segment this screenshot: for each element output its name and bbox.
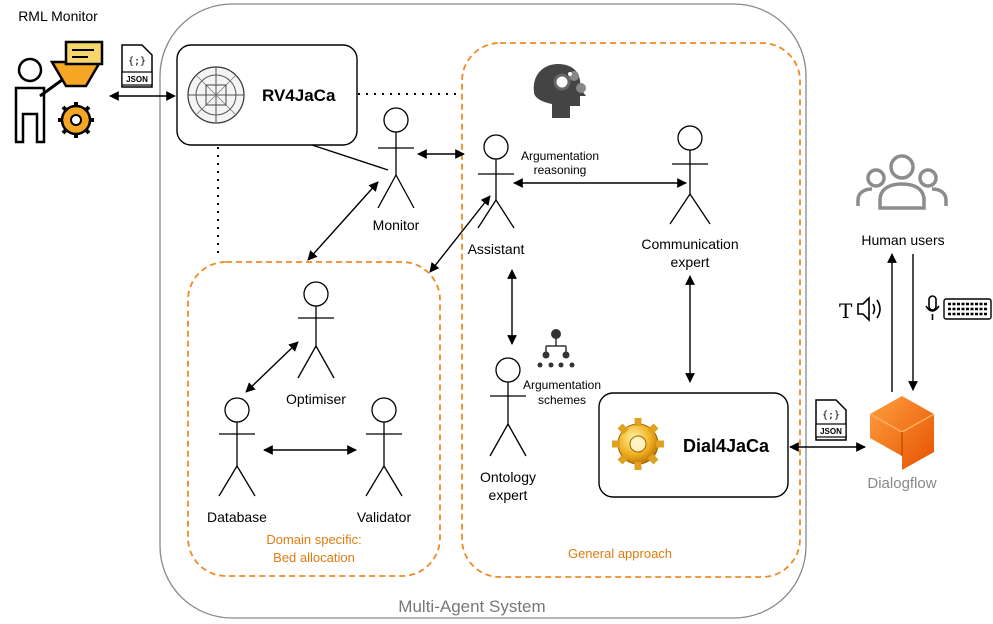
- domain-specific-box: [187, 261, 441, 577]
- json-file-icon: {;} JSON: [121, 44, 153, 88]
- validator-actor[interactable]: [365, 397, 403, 497]
- argumentation-reasoning-label-2: reasoning: [534, 163, 587, 177]
- argumentation-schemes-label-1: Argumentation: [523, 378, 601, 392]
- users-icon: [856, 154, 948, 210]
- monitor-actor[interactable]: [377, 107, 415, 209]
- communication-expert-label-2: expert: [671, 254, 710, 270]
- json-file-icon-2: {;} JSON: [815, 399, 847, 441]
- microphone-icon: [925, 295, 940, 320]
- dialogflow-logo-icon[interactable]: [869, 396, 935, 470]
- rv4jaca-logo-icon: [187, 66, 245, 124]
- general-approach-label: General approach: [568, 546, 672, 561]
- multi-agent-system-label: Multi-Agent System: [398, 597, 545, 616]
- general-approach-box: [461, 42, 801, 578]
- optimiser-actor[interactable]: [297, 281, 335, 379]
- optimiser-label: Optimiser: [286, 391, 346, 407]
- rv4jaca-label: RV4JaCa: [262, 86, 336, 105]
- svg-text:{;}: {;}: [128, 56, 146, 67]
- database-actor[interactable]: [218, 397, 256, 497]
- line-rv4jaca-monitor: [311, 144, 389, 171]
- arrow-monitor-domain: [307, 181, 379, 261]
- person-monitor-icon: [14, 40, 104, 144]
- monitor-label: Monitor: [373, 217, 420, 233]
- communication-expert-label-1: Communication: [641, 236, 738, 252]
- dial4jaca-label: Dial4JaCa: [683, 436, 770, 456]
- brain-gears-icon: [533, 64, 586, 118]
- keyboard-icon: [943, 298, 992, 320]
- dialogflow-label: Dialogflow: [867, 475, 936, 492]
- ontology-expert-label-2: expert: [489, 487, 528, 503]
- domain-specific-label-2: Bed allocation: [273, 550, 355, 565]
- assistant-label: Assistant: [468, 241, 525, 257]
- argumentation-schemes-label-2: schemes: [538, 393, 586, 407]
- ontology-expert-actor[interactable]: [489, 357, 527, 457]
- database-label: Database: [207, 509, 267, 525]
- assistant-actor[interactable]: [477, 134, 515, 229]
- svg-text:JSON: JSON: [820, 427, 842, 436]
- domain-specific-label-1: Domain specific:: [266, 532, 361, 547]
- arrow-assistant-domain: [429, 195, 491, 273]
- svg-text:{;}: {;}: [822, 410, 840, 421]
- validator-label: Validator: [357, 509, 412, 525]
- text-output-icon: T: [839, 299, 853, 323]
- rml-monitor-label: RML Monitor: [18, 8, 98, 24]
- arrow-optimiser-database: [245, 341, 299, 393]
- speaker-icon: [857, 296, 881, 322]
- hierarchy-icon: [537, 329, 575, 368]
- dial4jaca-box[interactable]: [598, 392, 789, 498]
- communication-expert-actor[interactable]: [669, 125, 711, 225]
- ontology-expert-label-1: Ontology: [480, 469, 536, 485]
- gear-icon: [612, 418, 664, 470]
- human-users-label: Human users: [861, 232, 944, 248]
- svg-text:JSON: JSON: [126, 75, 148, 84]
- argumentation-reasoning-label-1: Argumentation: [521, 149, 599, 163]
